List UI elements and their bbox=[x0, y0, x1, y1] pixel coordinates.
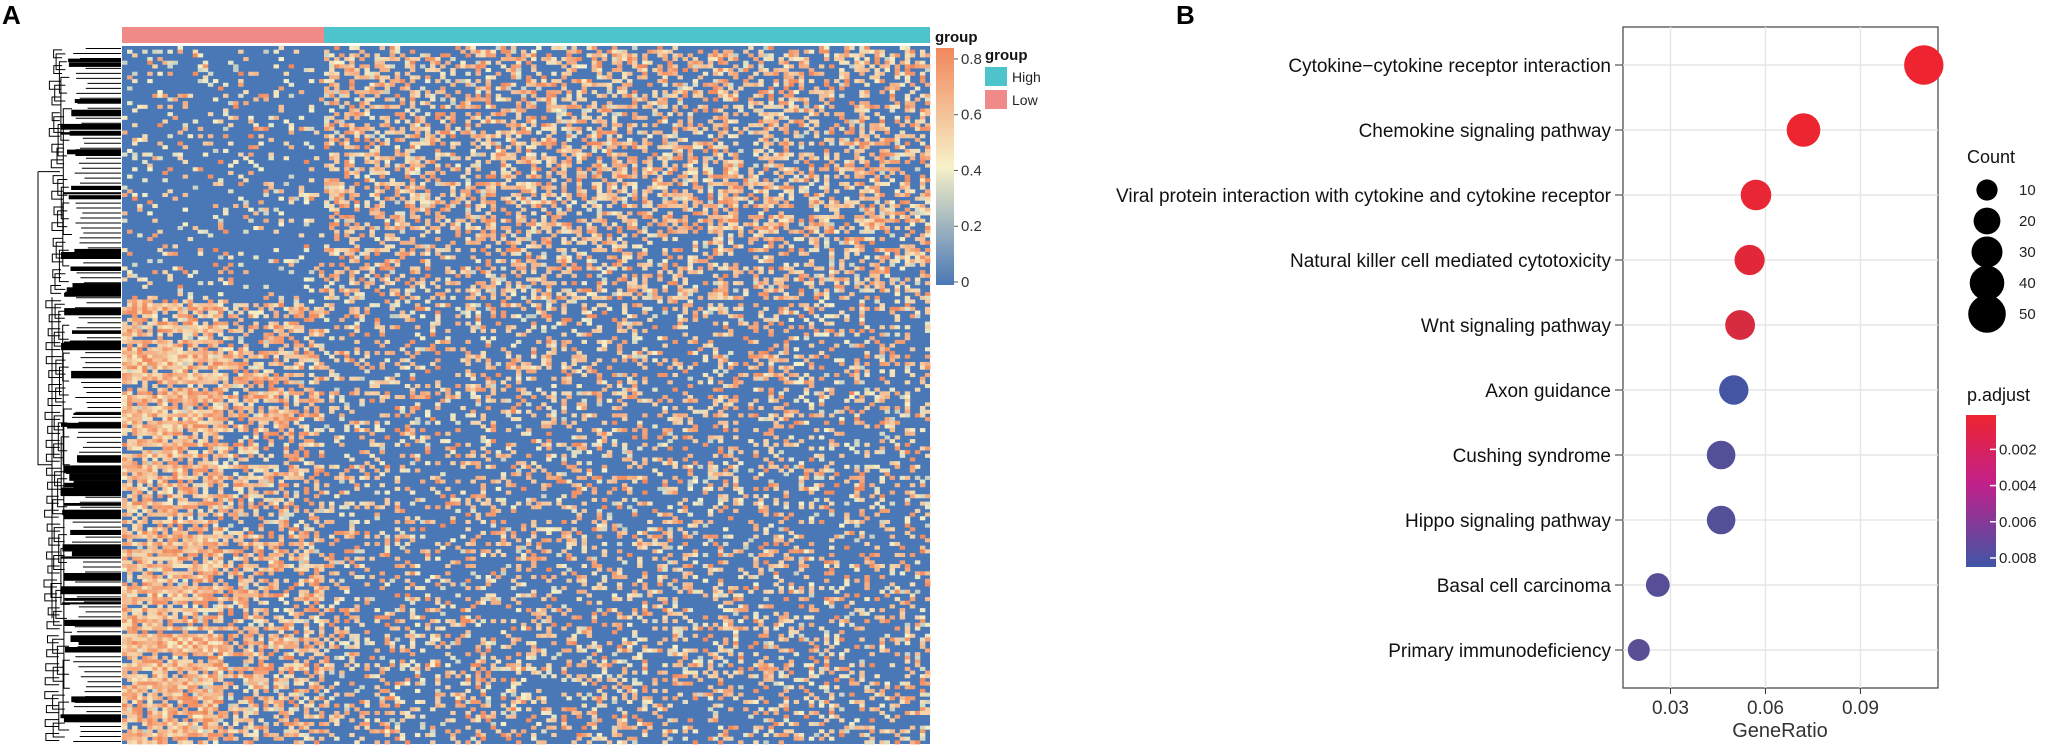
data-point bbox=[1706, 505, 1736, 535]
category-label: Cushing syndrome bbox=[1453, 446, 1611, 467]
x-tick-label: 0.09 bbox=[1842, 698, 1879, 719]
group-segment-high bbox=[324, 27, 930, 43]
panel-b-label: B bbox=[1176, 0, 1195, 30]
data-point bbox=[1786, 113, 1821, 147]
category-label: Wnt signaling pathway bbox=[1421, 316, 1612, 337]
category-label: Hippo signaling pathway bbox=[1405, 511, 1611, 532]
dotplot-panel bbox=[1622, 26, 1939, 689]
legend-label-high: High bbox=[1012, 69, 1041, 85]
legend-swatch-low bbox=[985, 90, 1007, 109]
data-point bbox=[1904, 45, 1944, 85]
group-annotation-bar bbox=[122, 27, 930, 43]
heat-tick-label: 0.4 bbox=[961, 162, 982, 179]
dotplot-points bbox=[1627, 45, 1944, 661]
count-legend-dot bbox=[1973, 207, 2001, 235]
data-point bbox=[1627, 639, 1650, 661]
row-dendrogram bbox=[37, 48, 121, 742]
category-label: Chemokine signaling pathway bbox=[1359, 121, 1612, 142]
count-legend-label: 20 bbox=[2019, 213, 2036, 230]
category-label: Axon guidance bbox=[1485, 381, 1611, 402]
category-label: Viral protein interaction with cytokine … bbox=[1116, 186, 1612, 207]
padjust-tick-label: 0.004 bbox=[1999, 478, 2037, 495]
x-tick-label: 0.06 bbox=[1747, 698, 1784, 719]
data-point bbox=[1740, 179, 1772, 211]
heatmap-grid bbox=[122, 46, 931, 745]
padjust-colorbar bbox=[1966, 415, 1996, 567]
heat-colorbar bbox=[936, 48, 954, 285]
data-point bbox=[1734, 244, 1765, 276]
panel-a-label: A bbox=[2, 0, 21, 30]
heat-tick-label: 0.8 bbox=[961, 51, 982, 68]
legend-swatch-high bbox=[985, 67, 1007, 86]
count-legend-label: 10 bbox=[2019, 182, 2036, 199]
legend-label-low: Low bbox=[1012, 92, 1039, 108]
category-label: Primary immunodeficiency bbox=[1388, 641, 1611, 662]
data-point bbox=[1645, 573, 1670, 597]
data-point bbox=[1725, 310, 1755, 340]
dotplot-gridlines bbox=[1623, 27, 1938, 688]
data-point bbox=[1719, 375, 1749, 405]
dotplot-x-ticks: 0.03 0.06 0.09 bbox=[1652, 688, 1879, 719]
dotplot-category-labels: Cytokine−cytokine receptor interactionCh… bbox=[1116, 56, 1623, 662]
data-point bbox=[1706, 440, 1736, 470]
category-label: Natural killer cell mediated cytotoxicit… bbox=[1290, 251, 1612, 272]
count-legend-label: 40 bbox=[2019, 275, 2036, 292]
x-axis-title: GeneRatio bbox=[1732, 720, 1828, 742]
heat-tick-label: 0.6 bbox=[961, 107, 982, 124]
category-label: Cytokine−cytokine receptor interaction bbox=[1288, 56, 1611, 77]
category-label: Basal cell carcinoma bbox=[1437, 576, 1612, 597]
x-tick-label: 0.03 bbox=[1652, 698, 1689, 719]
heat-tick-label: 0 bbox=[961, 274, 969, 291]
group-segment-low bbox=[122, 27, 324, 43]
heat-colorbar-ticks: 0.8 0.6 0.4 0.2 0 bbox=[954, 51, 982, 291]
count-legend-label: 30 bbox=[2019, 244, 2036, 261]
count-legend: 10 20 30 40 50 bbox=[1968, 179, 2036, 333]
padjust-legend-title: p.adjust bbox=[1967, 385, 2030, 405]
group-legend-title: group bbox=[985, 47, 1028, 64]
padjust-tick-label: 0.006 bbox=[1999, 514, 2037, 531]
padjust-tick-label: 0.002 bbox=[1999, 441, 2037, 458]
padjust-tick-label: 0.008 bbox=[1999, 550, 2037, 567]
count-legend-dot bbox=[1969, 265, 2005, 301]
count-legend-dot bbox=[1968, 295, 2006, 333]
padjust-colorbar-ticks: 0.002 0.004 0.006 0.008 bbox=[1990, 441, 2037, 567]
count-legend-dot bbox=[1976, 179, 1998, 201]
count-legend-label: 50 bbox=[2019, 306, 2036, 323]
heat-tick-label: 0.2 bbox=[961, 218, 982, 235]
count-legend-dot bbox=[1971, 236, 2003, 268]
annotation-title: group bbox=[935, 29, 978, 46]
count-legend-title: Count bbox=[1967, 147, 2015, 167]
